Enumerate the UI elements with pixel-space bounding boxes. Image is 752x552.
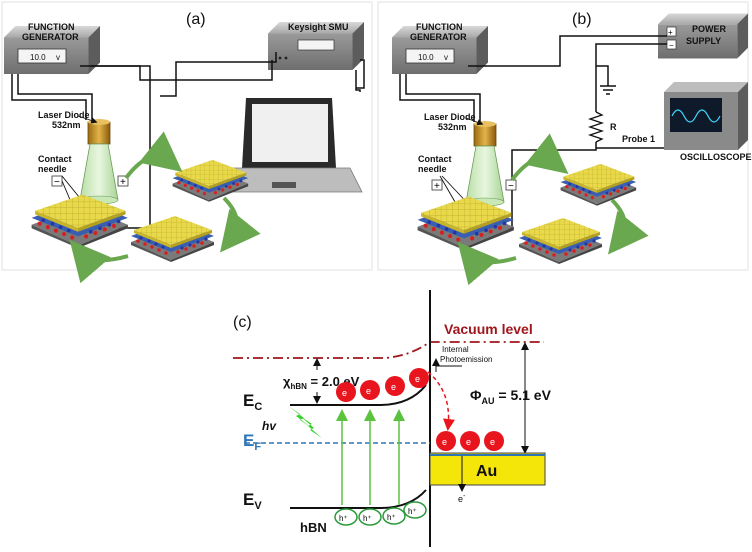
vacuum-level-line [233, 341, 544, 359]
ev-label: EV [243, 490, 262, 512]
panel-a: (a) FUNCTION GENERATOR 10.0 v Keysight S… [1, 1, 373, 284]
panel-c-letter: (c) [233, 314, 252, 331]
svg-text:v: v [444, 53, 448, 62]
svg-text:OSCILLOSCOPE: OSCILLOSCOPE [680, 152, 752, 162]
function-generator-a: FUNCTION GENERATOR 10.0 v [4, 22, 100, 74]
svg-text:R: R [610, 122, 617, 132]
svg-text:e: e [415, 374, 420, 384]
minus-terminal-b [505, 179, 517, 191]
smu-display [297, 39, 335, 51]
svg-text:FUNCTION: FUNCTION [416, 22, 463, 32]
electron-out-label: e- [458, 493, 466, 504]
internal-photoemission-line1: Internal [442, 345, 469, 354]
svg-text:10.0: 10.0 [418, 53, 434, 62]
svg-text:Laser Diode: Laser Diode [38, 110, 90, 120]
svg-text:SUPPLY: SUPPLY [686, 36, 721, 46]
svg-text:Laser Diode: Laser Diode [424, 112, 476, 122]
vb-holes: h⁺ h⁺ h⁺ h⁺ [334, 501, 427, 526]
svg-text:532nm: 532nm [438, 122, 467, 132]
au-label: Au [476, 463, 497, 480]
power-supply: POWER SUPPLY + − [658, 13, 748, 59]
svg-text:e: e [442, 437, 447, 447]
panel-a-letter: (a) [186, 11, 206, 28]
au-electrons: e e e [436, 431, 504, 451]
ef-label: EF [243, 431, 261, 453]
svg-text:GENERATOR: GENERATOR [410, 32, 467, 42]
au-block [429, 452, 546, 486]
svg-text:−: − [54, 177, 60, 188]
photoemission-arrow [427, 371, 455, 431]
svg-text:−: − [669, 41, 674, 50]
svg-text:532nm: 532nm [52, 120, 81, 130]
ec-band [290, 384, 427, 406]
resistor [587, 111, 605, 143]
minus-terminal-a [51, 175, 63, 187]
svg-text:Keysight SMU: Keysight SMU [288, 22, 349, 32]
photon-lightning-icon [288, 406, 322, 438]
svg-text:10.0: 10.0 [30, 53, 46, 62]
cycle-arrows-a [69, 131, 261, 284]
oscilloscope: OSCILLOSCOPE [664, 82, 752, 162]
panel-b-letter: (b) [572, 11, 592, 28]
svg-text:Contact: Contact [418, 154, 452, 164]
fg-a-display [17, 48, 67, 64]
excitation-arrows [336, 409, 405, 505]
function-generator-b: FUNCTION GENERATOR 10.0 v [392, 22, 488, 74]
vacuum-level-label: Vacuum level [444, 321, 533, 337]
svg-text:+: + [434, 181, 440, 192]
panel-c: (c) Vacuum level EC EF EV χhBN = 2.0 eV … [233, 290, 552, 547]
cycle-arrows-b [457, 133, 649, 286]
svg-text:needle: needle [38, 164, 67, 174]
hbn-label: hBN [300, 520, 327, 535]
svg-text:−: − [508, 181, 514, 192]
phi-au-label: ΦAU = 5.1 eV [470, 387, 552, 406]
svg-text:e: e [466, 437, 471, 447]
cb-electrons: e e e e [336, 368, 429, 402]
svg-text:e: e [342, 388, 347, 398]
svg-text:+: + [668, 28, 673, 37]
keysight-smu: Keysight SMU [268, 22, 364, 70]
svg-text:h⁺: h⁺ [363, 514, 372, 523]
panel-b: (b) FUNCTION GENERATOR 10.0 v POWER SUPP… [377, 1, 752, 286]
plus-terminal-a [117, 175, 129, 187]
hv-label: hv [262, 419, 277, 433]
svg-text:Contact: Contact [38, 154, 72, 164]
svg-text:e: e [490, 437, 495, 447]
svg-text:Probe 1: Probe 1 [622, 134, 655, 144]
fg-b-display [405, 48, 455, 64]
svg-text:h⁺: h⁺ [387, 513, 396, 522]
svg-text:e: e [366, 386, 371, 396]
svg-text:h⁺: h⁺ [339, 514, 348, 523]
plus-terminal-b [431, 179, 443, 191]
svg-text:h⁺: h⁺ [408, 507, 417, 516]
svg-text:needle: needle [418, 164, 447, 174]
internal-photoemission-line2: Photoemission [440, 355, 492, 364]
laser-diode-a: Laser Diode 532nm [38, 110, 119, 205]
svg-text:+: + [120, 177, 126, 188]
ec-label: EC [243, 391, 262, 413]
svg-text:POWER: POWER [692, 24, 727, 34]
svg-text:v: v [56, 53, 60, 62]
ev-band [290, 489, 427, 509]
svg-text:e: e [391, 382, 396, 392]
svg-text:GENERATOR: GENERATOR [22, 32, 79, 42]
svg-text:FUNCTION: FUNCTION [28, 22, 75, 32]
